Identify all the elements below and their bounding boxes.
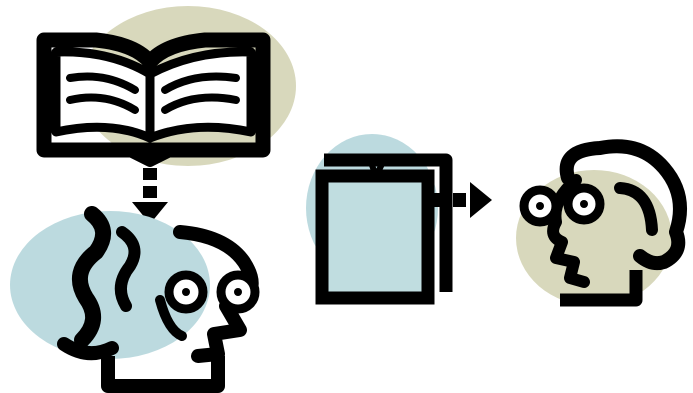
open-book-icon	[44, 6, 296, 166]
closed-book-icon	[306, 134, 446, 298]
reader-head-icon	[10, 211, 255, 386]
listener-head-icon	[516, 146, 680, 306]
